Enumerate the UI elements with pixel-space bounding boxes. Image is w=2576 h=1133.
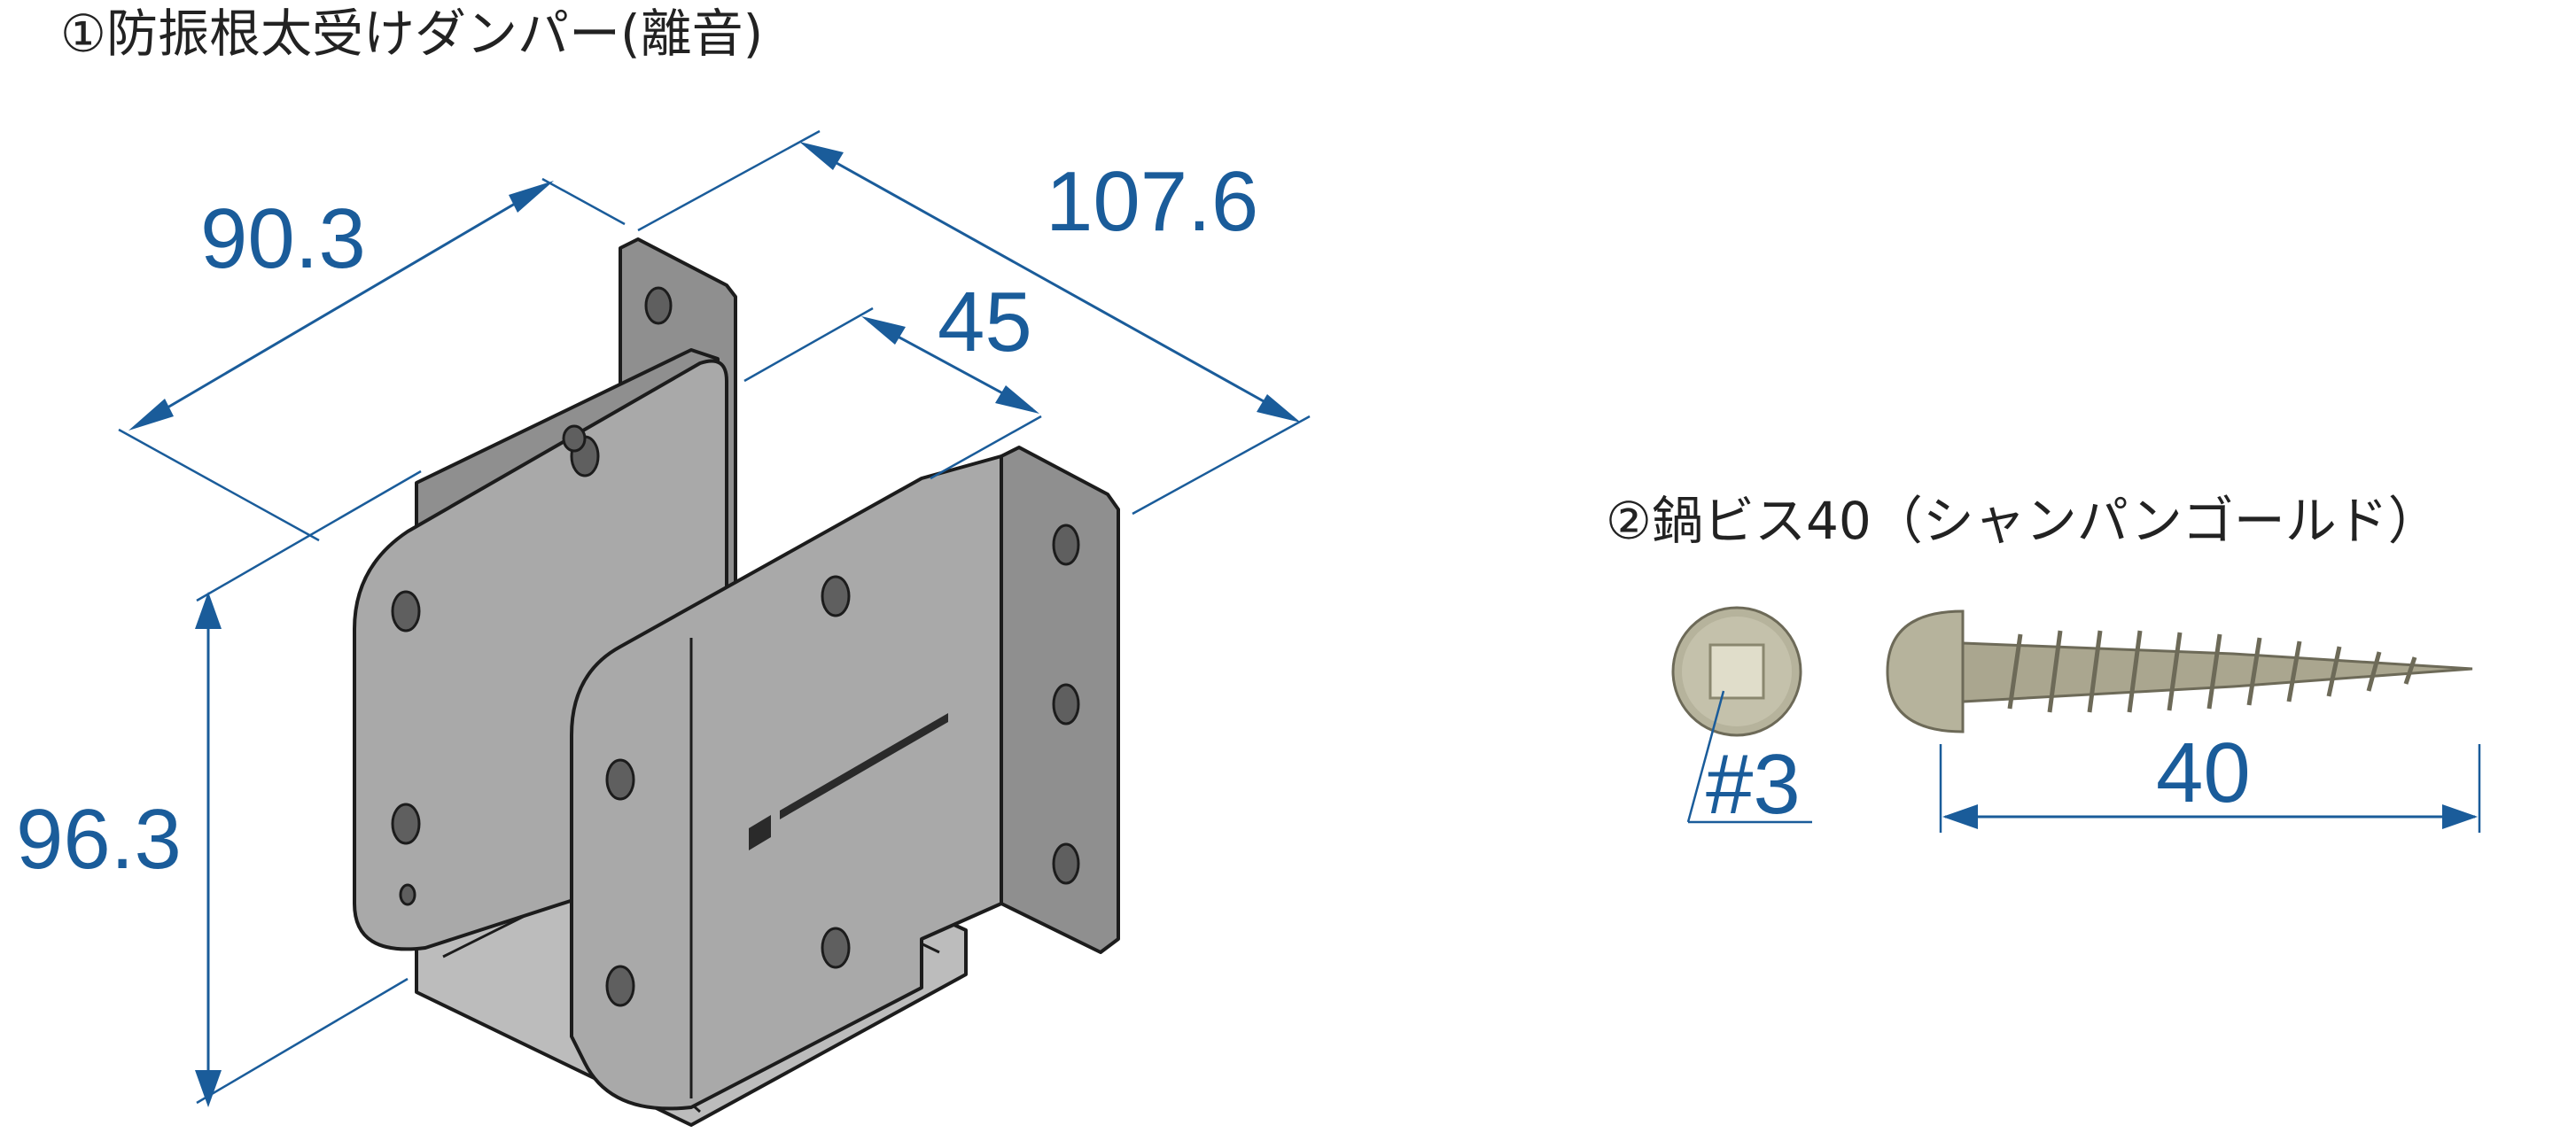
screw-threads [2007,630,2417,713]
ext-line [637,129,821,232]
screw-title: ②鍋ビス40（シャンパンゴールド） [1606,491,2440,551]
left-plate-hole-small [399,883,416,906]
screw-drive-label: #3 [1706,737,1801,832]
screw-shank [1961,641,2473,703]
ext-line [743,307,874,383]
right-plate-hole-4 [605,965,635,1007]
damper-bracket [353,237,1120,1127]
right-plate-hole-2 [605,758,635,801]
ext-line [196,469,422,602]
leader-line [1686,690,1725,823]
left-plate-hole-top [562,424,587,453]
arrow-head [995,385,1039,414]
ext-line [930,415,1042,480]
dim-height-label: 96.3 [16,792,182,887]
dim-inner-width-label: 45 [938,275,1032,369]
dimension-inner-width: 45 [743,275,1042,480]
screw-head-side [1886,609,1965,733]
arrow-head [195,1070,222,1107]
arrow-head [509,181,554,213]
ext-line [541,177,626,226]
right-plate-hole-1 [821,575,851,617]
side-wall-hole-1 [1052,524,1080,566]
arrow-head [2442,804,2478,829]
side-wall-hole-3 [1052,842,1080,885]
arrow-head [1942,804,1978,829]
arrow-head [861,316,906,345]
screw-side-view: 40 [1886,609,2481,833]
ext-line [1132,415,1311,516]
dimension-depth: 90.3 [118,177,626,542]
arrow-head [195,592,222,629]
ext-line [196,977,409,1105]
dim-width-label: 107.6 [1046,154,1258,249]
square-drive-recess [1708,643,1765,700]
screw-length-label: 40 [2156,726,2251,820]
damper-title: ①防振根太受けダンパー(離音) [60,4,763,64]
dim-line [805,144,1295,420]
dim-depth-label: 90.3 [200,191,366,286]
maker-logo-mark [749,713,948,850]
ext-line [118,428,320,542]
arrow-head [1257,394,1301,423]
right-front-plate [570,454,1003,1111]
dimension-height: 96.3 [16,469,422,1107]
arrow-head [799,142,844,170]
right-plate-hole-3 [821,927,851,969]
arrow-head [128,399,174,431]
side-wall-hole-2 [1052,683,1080,726]
screw-head-top-view: #3 [1671,606,1812,832]
dimension-width: 107.6 [637,129,1311,516]
left-plate-hole-2 [391,590,421,632]
left-plate-hole-3 [391,803,421,845]
back-plate-hole [644,286,673,325]
dim-line [136,184,546,427]
